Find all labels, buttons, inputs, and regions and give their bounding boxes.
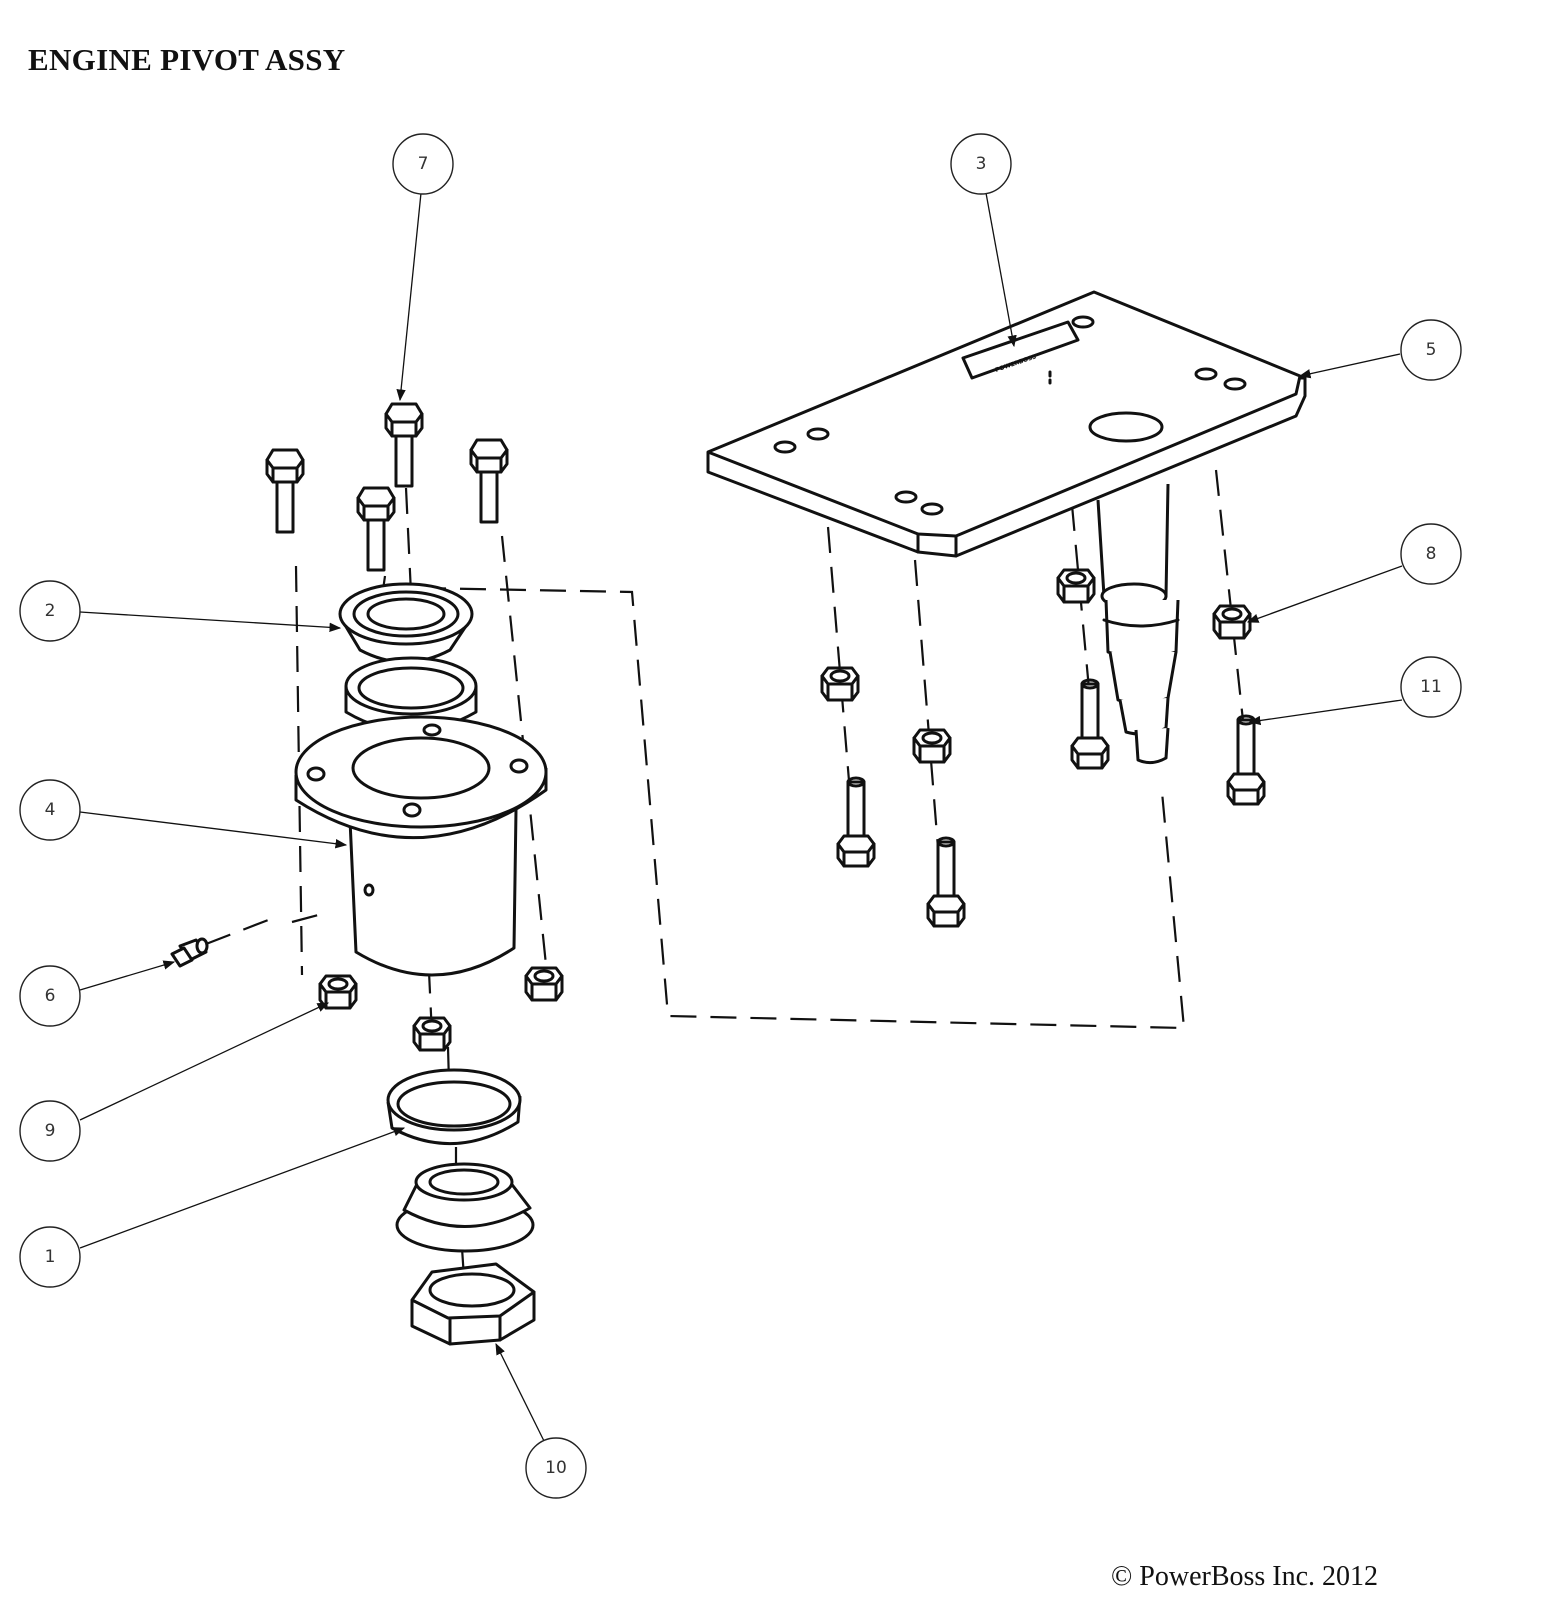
nut-group-lower: [318, 966, 564, 1052]
large-hex-nut: [410, 1262, 536, 1346]
callout-5: 5: [1400, 319, 1462, 381]
callout-10-label: 10: [545, 1458, 567, 1478]
callout-1: 1: [19, 1226, 81, 1288]
callout-3: 3: [950, 133, 1012, 195]
callout-3-label: 3: [976, 154, 987, 174]
callout-4: 4: [19, 779, 81, 841]
callout-6: 6: [19, 965, 81, 1027]
copyright-notice: © PowerBoss Inc. 2012: [1111, 1561, 1379, 1592]
callout-9: 9: [19, 1100, 81, 1162]
callout-10: 10: [525, 1437, 587, 1499]
bolt-group-plate: [836, 678, 1266, 928]
callout-4-label: 4: [45, 800, 56, 820]
callout-8-label: 8: [1426, 544, 1437, 564]
upper-bearing-seal: [338, 582, 474, 664]
callout-11: 11: [1400, 656, 1462, 718]
grease-fitting: [170, 937, 209, 968]
pivot-housing: [294, 715, 548, 977]
page-title: ENGINE PIVOT ASSY: [28, 42, 346, 77]
pivot-shaft: [1096, 483, 1180, 765]
callout-5-label: 5: [1426, 340, 1437, 360]
callout-2-label: 2: [45, 601, 56, 621]
callout-2: 2: [19, 580, 81, 642]
callout-1-label: 1: [45, 1247, 56, 1267]
lower-bearing-seal: [395, 1162, 535, 1253]
bolt-group-upper: [265, 402, 509, 572]
callout-6-label: 6: [45, 986, 56, 1006]
leader-lines: [79, 192, 1403, 1442]
callout-9-label: 9: [45, 1121, 56, 1141]
engine-plate: [706, 290, 1307, 558]
callout-7: 7: [392, 133, 454, 195]
callout-8: 8: [1400, 523, 1462, 585]
callout-11-label: 11: [1420, 677, 1442, 697]
nut-group-plate: [820, 568, 1252, 764]
callout-7-label: 7: [418, 154, 429, 174]
lower-bearing-ring: [386, 1068, 522, 1145]
